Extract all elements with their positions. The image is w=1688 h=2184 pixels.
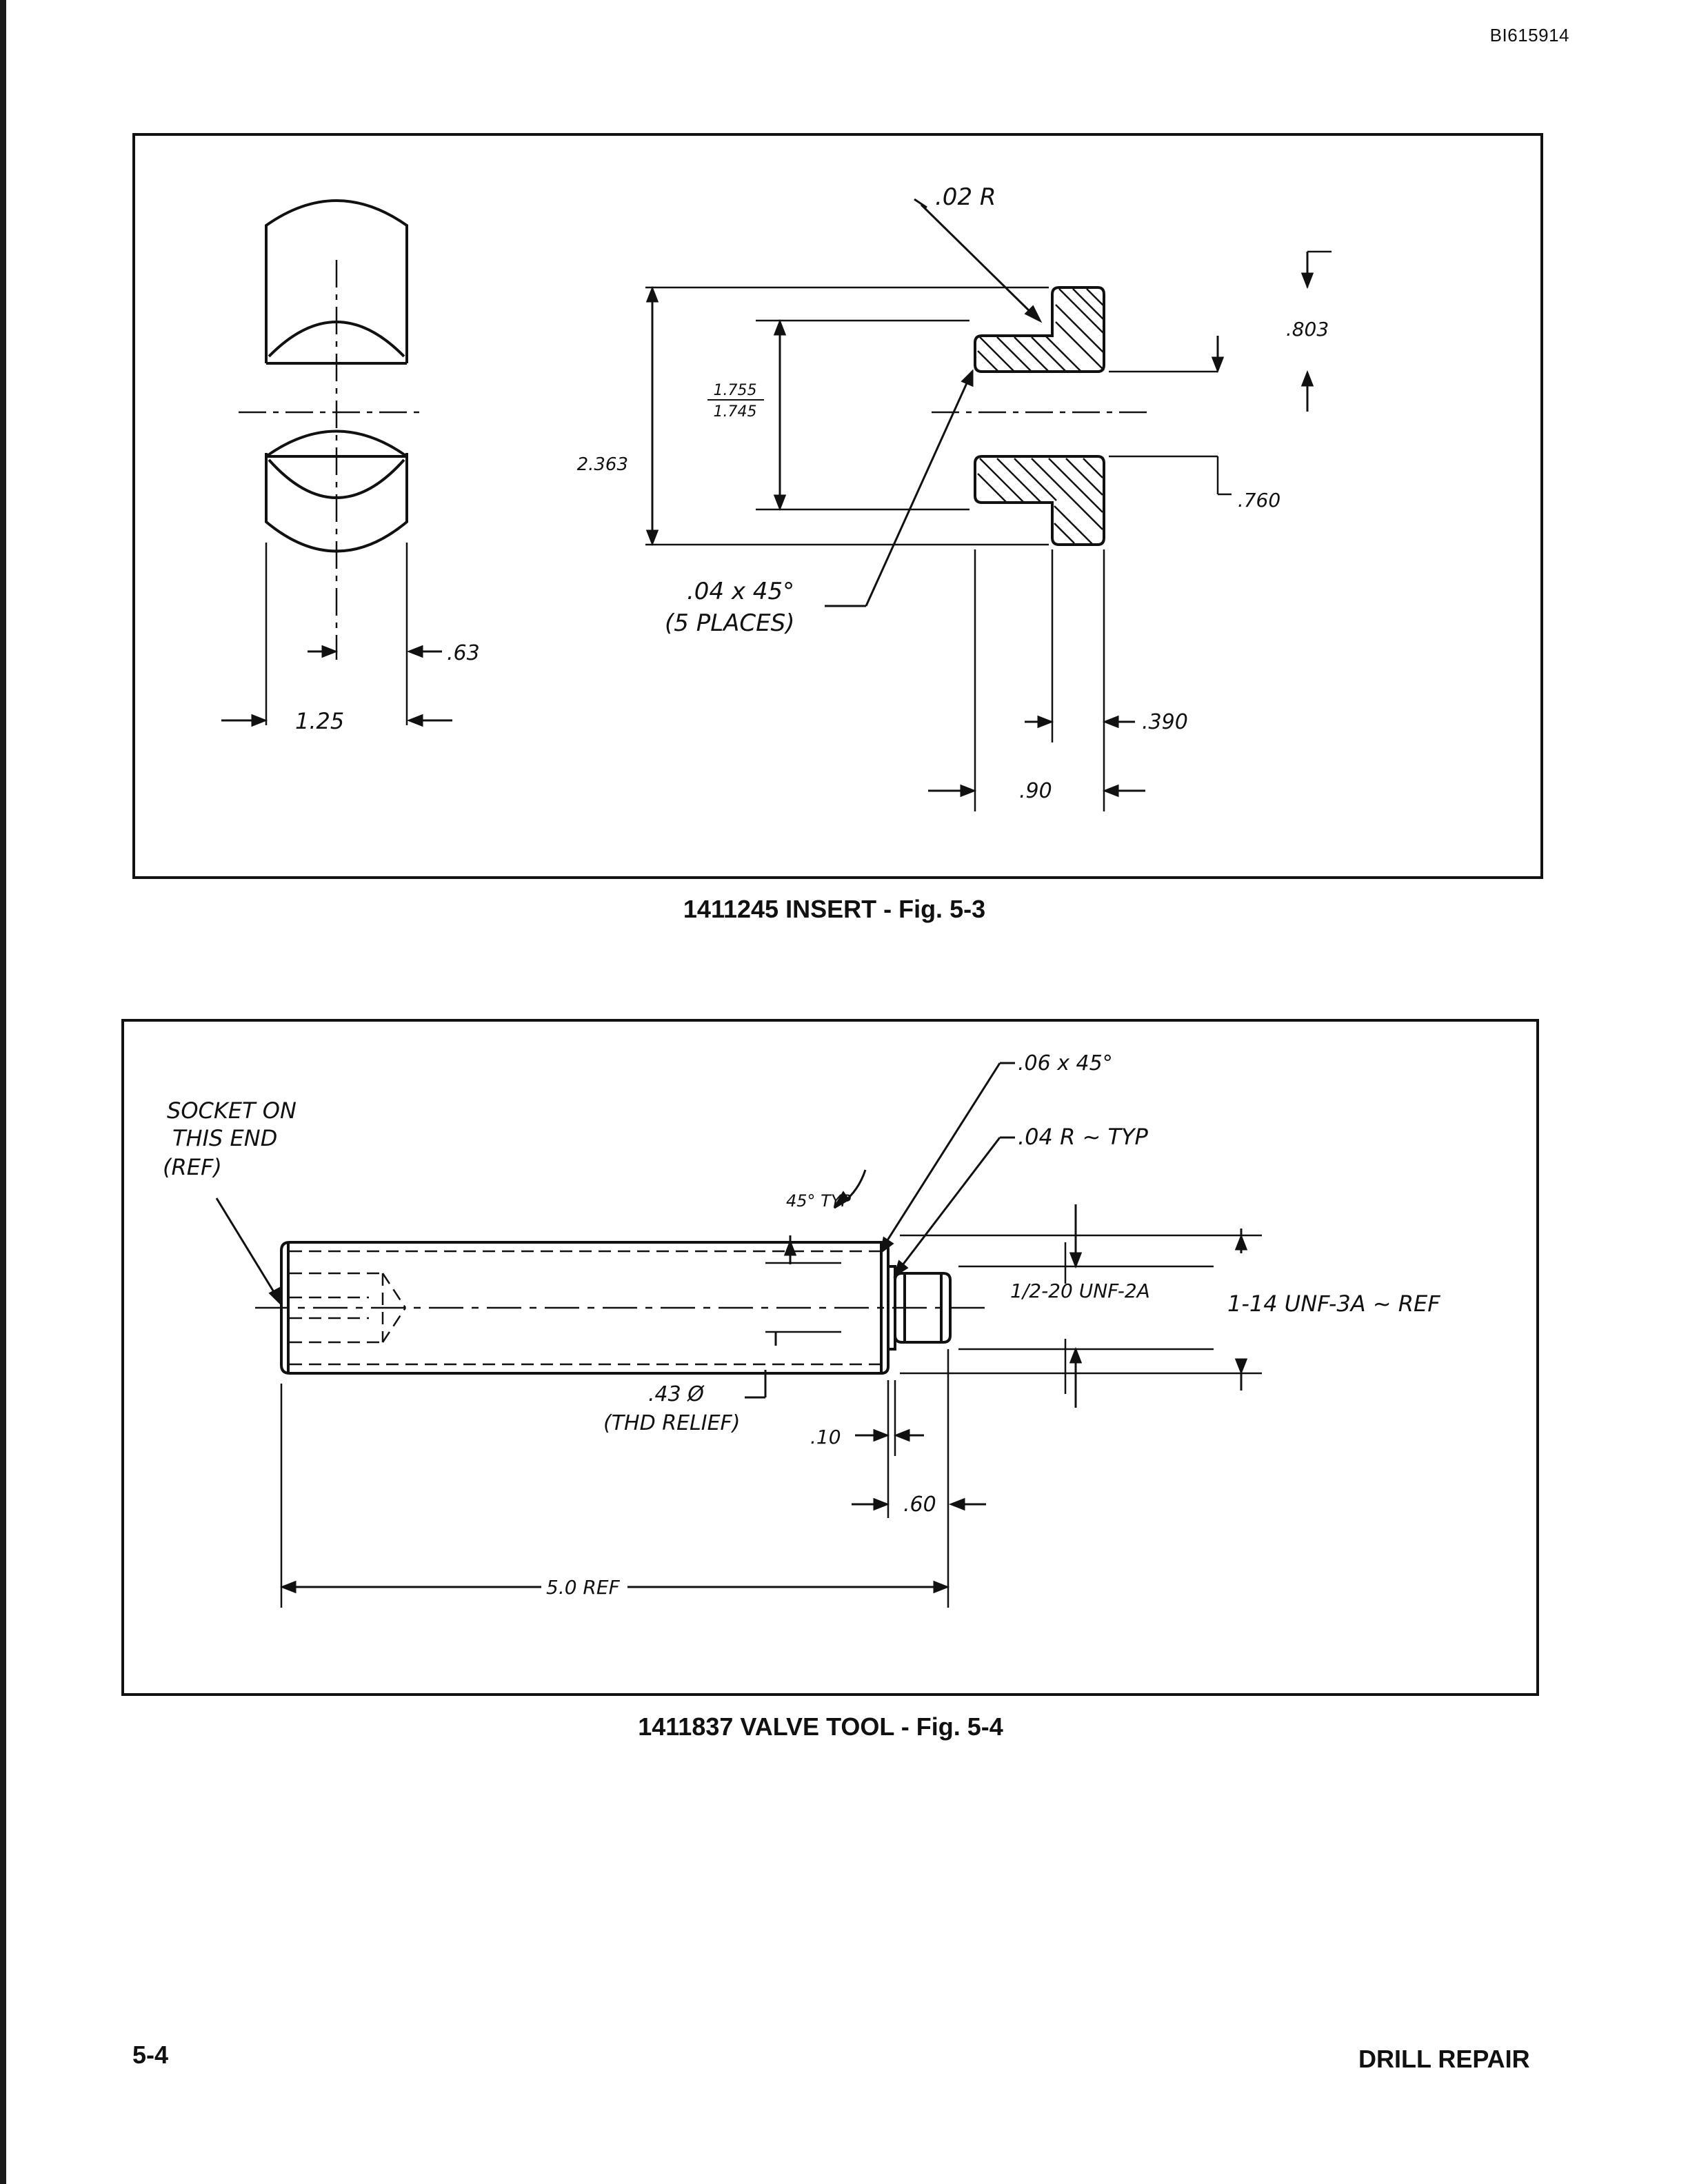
valve-tool-dim-arrows (279, 1204, 1248, 1594)
page-number: 5-4 (132, 2041, 169, 2069)
dim-bore-bottom: 1.745 (714, 403, 757, 421)
dim-chamfer-note: (5 PLACES) (665, 609, 794, 637)
dim-flange-top: .803 (1286, 318, 1329, 341)
section-title: DRILL REPAIR (1358, 2045, 1530, 2073)
socket-note-line-1: SOCKET ON (167, 1098, 297, 1124)
dim-bore-top: 1.755 (714, 382, 757, 399)
dim-relief-note: (THD RELIEF) (603, 1411, 741, 1435)
document-id: BI615914 (1489, 25, 1569, 46)
insert-leaders (825, 198, 1043, 607)
dim-flange-bottom: .760 (1238, 489, 1280, 512)
valve-tool-drawing: SOCKET ON THIS END (REF) .06 x 45° .04 R… (163, 1051, 1440, 1608)
dim-overall-length: 5.0 REF (546, 1576, 621, 1599)
figure-5-4-frame: SOCKET ON THIS END (REF) .06 x 45° .04 R… (121, 1019, 1539, 1696)
dim-thickness-inner: .390 (1142, 710, 1188, 734)
socket-note-line-3: (REF) (163, 1154, 222, 1180)
dim-tip-length: .60 (903, 1493, 936, 1517)
dim-relief-dia: .43 Ø (648, 1382, 705, 1406)
page-edge-bar (0, 0, 6, 2184)
insert-drawing: .63 1.25 (221, 183, 1332, 811)
figure-5-3-caption: 1411245 INSERT - Fig. 5-3 (683, 895, 986, 923)
dim-height-overall: 2.363 (577, 454, 628, 475)
dim-radius: .02 R (935, 183, 996, 211)
dim-width-left: 1.25 (295, 708, 344, 734)
insert-centerlines (239, 260, 425, 725)
insert-dim-arrows (645, 252, 1314, 798)
dim-chamfer-tip: .06 x 45° (1018, 1051, 1113, 1075)
insert-section-hatch (977, 288, 1105, 545)
valve-tool-hidden-lines (290, 1250, 880, 1366)
dim-angle-typ: 45° TYP (786, 1191, 851, 1211)
dim-thread-small: 1/2-20 UNF-2A (1010, 1280, 1150, 1302)
socket-note-line-2: THIS END (172, 1125, 277, 1151)
dim-thread-large: 1-14 UNF-3A ~ REF (1227, 1291, 1440, 1317)
figure-5-3-frame: .63 1.25 (132, 133, 1543, 879)
insert-end-dim-arrows (221, 645, 452, 727)
dim-chamfer: .04 x 45° (687, 578, 794, 605)
dim-radius-typ: .04 R ~ TYP (1018, 1124, 1149, 1150)
valve-tool-leaders (215, 1062, 1015, 1399)
valve-tool-extension-lines (280, 1234, 1262, 1608)
insert-section (974, 286, 1105, 546)
dim-gap: .10 (810, 1426, 841, 1448)
dim-thickness-overall: .90 (1019, 779, 1052, 803)
figure-5-4-caption: 1411837 VALVE TOOL - Fig. 5-4 (638, 1712, 1003, 1741)
dim-width-inner: .63 (447, 641, 480, 665)
